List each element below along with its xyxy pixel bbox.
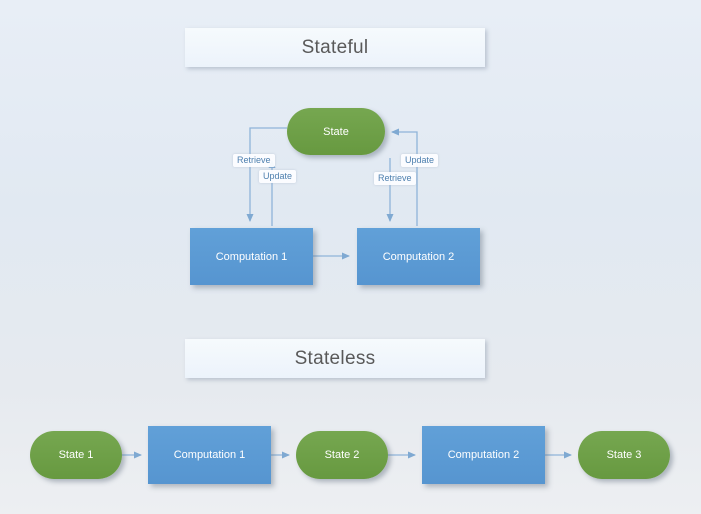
retrieve-label-left: Retrieve bbox=[233, 154, 275, 167]
state2-node: State 2 bbox=[296, 431, 388, 479]
stateful-computation1-node: Computation 1 bbox=[190, 228, 313, 285]
stateless-computation1-label: Computation 1 bbox=[173, 449, 246, 461]
stateful-computation2-label: Computation 2 bbox=[382, 250, 455, 263]
state2-label: State 2 bbox=[324, 449, 360, 461]
state3-label: State 3 bbox=[606, 449, 642, 461]
stateless-computation2-label: Computation 2 bbox=[447, 449, 520, 461]
stateless-section-title: Stateless bbox=[185, 339, 485, 378]
state-node: State bbox=[287, 108, 385, 155]
state1-node: State 1 bbox=[30, 431, 122, 479]
update-label-right: Update bbox=[401, 154, 439, 167]
update-label-left: Update bbox=[259, 170, 297, 183]
state-node-label: State bbox=[323, 125, 349, 138]
stateful-title-text: Stateful bbox=[301, 36, 369, 58]
stateful-computation1-label: Computation 1 bbox=[215, 250, 288, 263]
retrieve-label-right: Retrieve bbox=[374, 172, 416, 185]
stateful-section-title: Stateful bbox=[185, 28, 485, 67]
stateless-computation2-node: Computation 2 bbox=[422, 426, 545, 484]
state3-node: State 3 bbox=[578, 431, 670, 479]
stateful-computation2-node: Computation 2 bbox=[357, 228, 480, 285]
stateless-computation1-node: Computation 1 bbox=[148, 426, 271, 484]
state1-label: State 1 bbox=[58, 449, 94, 461]
stateless-title-text: Stateless bbox=[294, 347, 376, 369]
